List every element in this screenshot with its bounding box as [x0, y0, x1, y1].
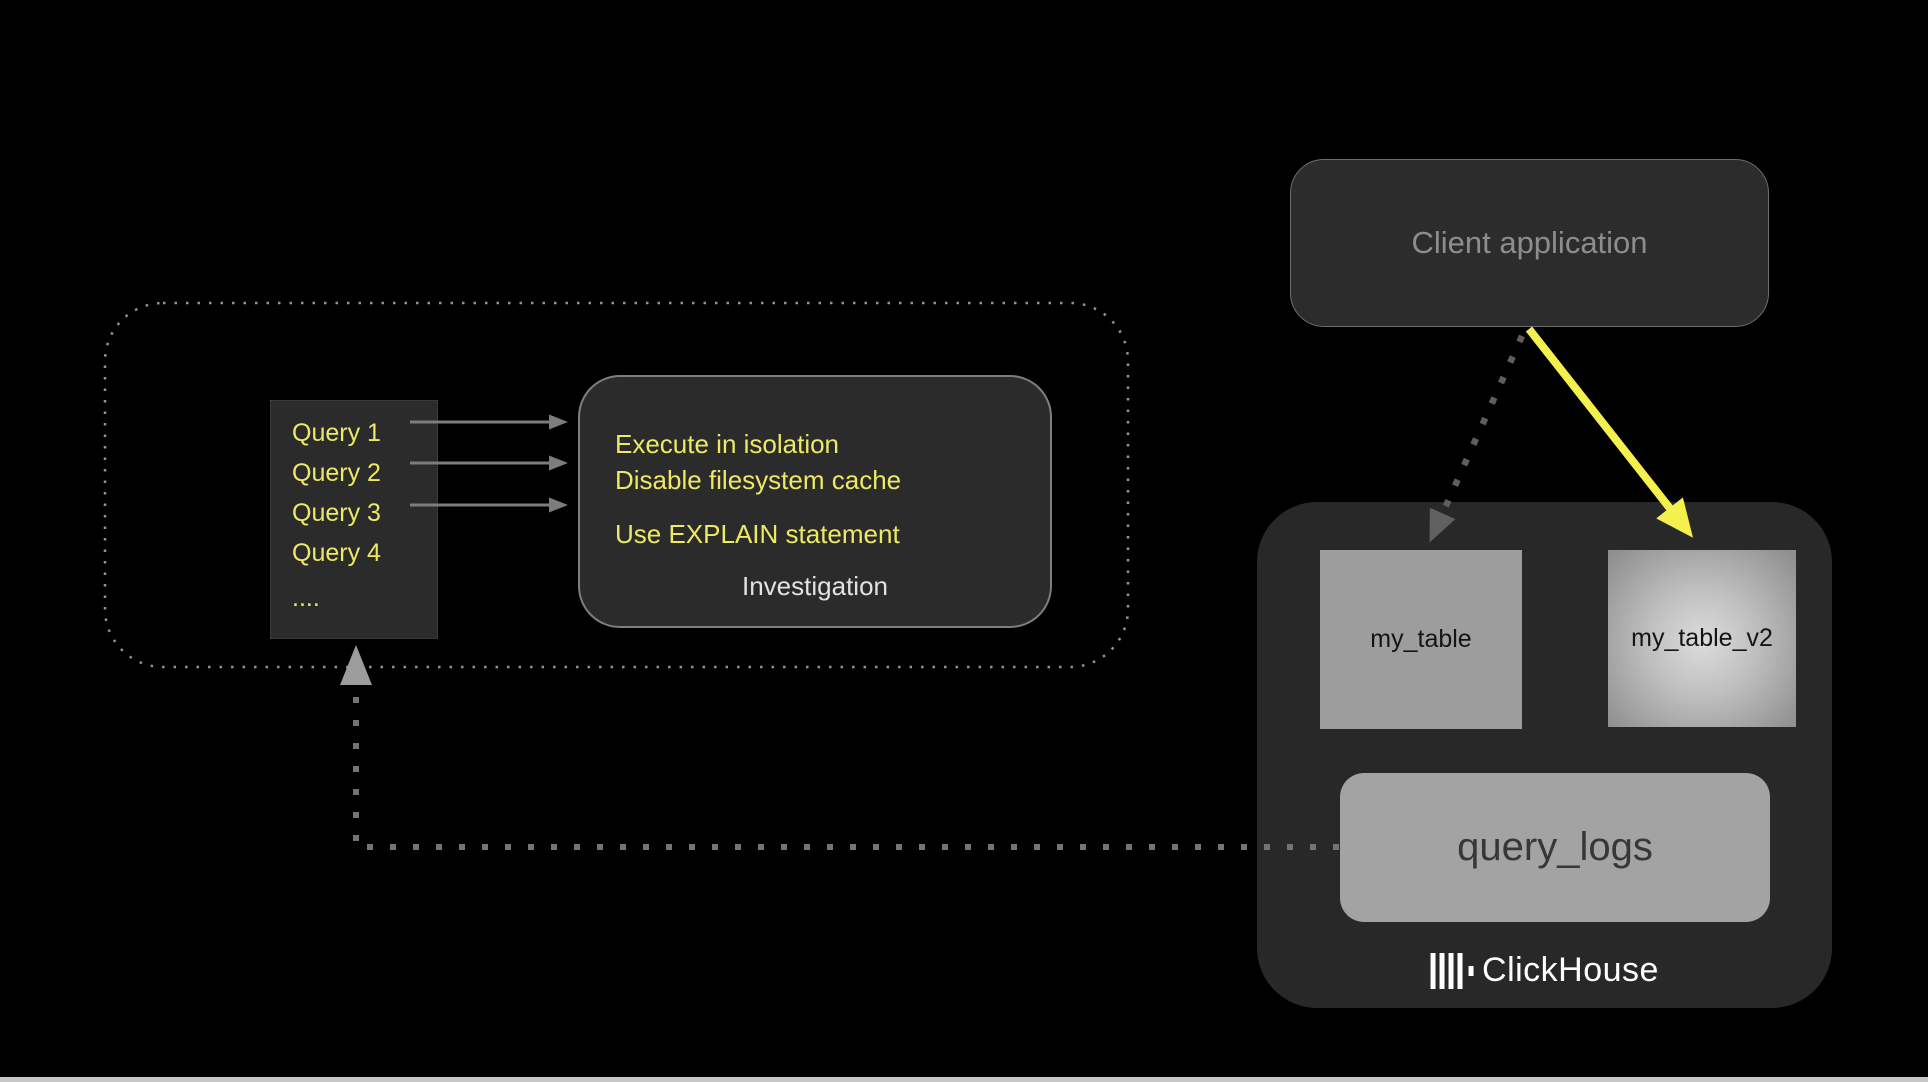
client-to-mytablev2-yellow-arrow	[1525, 326, 1694, 538]
my-table-box: my_table	[1320, 550, 1522, 729]
query-logs-label: query_logs	[1457, 825, 1653, 869]
client-application-label: Client application	[1411, 225, 1648, 260]
my-table-v2-label: my_table_v2	[1631, 624, 1773, 652]
query-list-box: Query 1 Query 2 Query 3 Query 4 ....	[270, 400, 438, 639]
investigation-tip-3: Use EXPLAIN statement	[615, 519, 900, 549]
investigation-box: Execute in isolation Disable filesystem …	[578, 375, 1052, 628]
clickhouse-logo: ClickHouse	[1430, 951, 1659, 990]
clickhouse-brand-label: ClickHouse	[1482, 951, 1659, 989]
client-to-mytable-dotted-arrow	[1429, 334, 1525, 543]
querylogs-to-queries-dotted-arrow	[340, 645, 1339, 850]
my-table-v2-box: my_table_v2	[1608, 550, 1796, 727]
investigation-label: Investigation	[742, 571, 888, 601]
client-application-box: Client application	[1290, 159, 1769, 327]
clickhouse-container: my_table my_table_v2 query_logs ClickHou…	[1257, 502, 1832, 1008]
query-item-2: Query 2	[292, 459, 381, 487]
query-item-1: Query 1	[292, 419, 381, 447]
query-item-ellipsis: ....	[292, 584, 320, 612]
bottom-window-edge	[0, 1077, 1928, 1082]
clickhouse-bars-icon	[1430, 952, 1474, 989]
query-logs-box: query_logs	[1340, 773, 1770, 922]
my-table-label: my_table	[1370, 625, 1472, 653]
query-item-4: Query 4	[292, 539, 381, 567]
investigation-tip-1: Execute in isolation	[615, 429, 840, 459]
investigation-tip-2: Disable filesystem cache	[615, 465, 902, 495]
query-item-3: Query 3	[292, 499, 381, 527]
